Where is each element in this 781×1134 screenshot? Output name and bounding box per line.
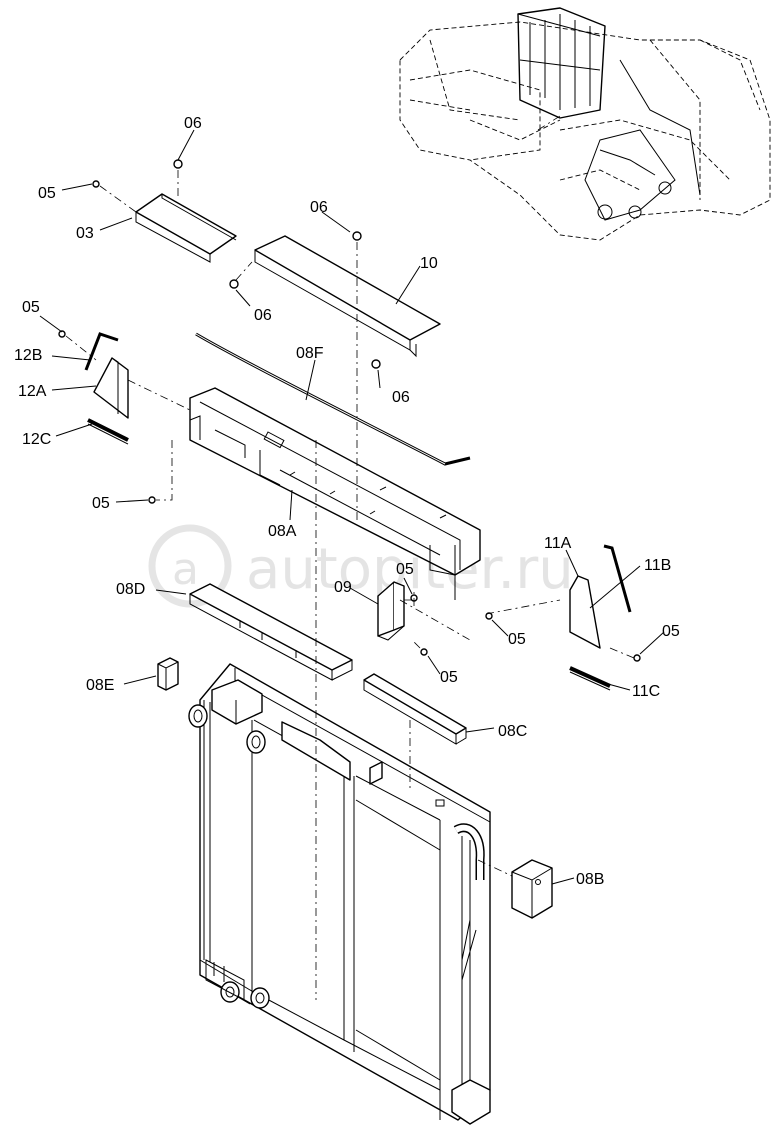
nut-06a	[173, 159, 183, 169]
label-08F: 08F	[296, 345, 324, 362]
part-08A-bracket	[189, 387, 481, 600]
label-12B: 12B	[14, 347, 42, 364]
label-06: 06	[184, 115, 202, 132]
part-08E-block	[157, 657, 179, 691]
label-06: 06	[392, 389, 410, 406]
part-08F-strip	[195, 332, 471, 466]
part-10-cover	[254, 235, 441, 358]
label-05: 05	[396, 561, 414, 578]
part-12-set	[84, 332, 129, 445]
label-05: 05	[22, 299, 40, 316]
svg-text:a: a	[172, 544, 199, 595]
part-08B-block	[511, 859, 553, 919]
label-11A: 11A	[544, 535, 572, 552]
hardware-fasteners	[58, 159, 641, 662]
part-03-plate	[135, 193, 237, 263]
label-05: 05	[508, 631, 526, 648]
nut-06d	[371, 359, 381, 369]
label-10: 10	[420, 255, 438, 272]
label-08A: 08A	[268, 523, 297, 540]
part-08D-foam	[189, 583, 353, 681]
part-labels: 05 03 06 06 10 06 06 05 12B 12A 12C 08F …	[14, 115, 680, 888]
part-11-set	[569, 544, 632, 691]
label-06: 06	[254, 307, 272, 324]
label-05: 05	[38, 185, 56, 202]
label-08D: 08D	[116, 581, 145, 598]
label-12A: 12A	[18, 383, 47, 400]
leader-lines	[39, 129, 665, 885]
label-08E: 08E	[86, 677, 114, 694]
label-06: 06	[310, 199, 328, 216]
label-05: 05	[662, 623, 680, 640]
label-11B: 11B	[644, 557, 671, 574]
label-05: 05	[92, 495, 110, 512]
part-08C-strip	[363, 673, 467, 745]
excavator-context-sketch	[399, 7, 771, 241]
assembly-centerlines	[65, 115, 635, 1000]
label-09: 09	[334, 579, 352, 596]
nut-06c	[229, 279, 239, 289]
label-03: 03	[76, 225, 94, 242]
bolt-05f	[420, 648, 428, 656]
bolt-05b	[58, 330, 66, 338]
bolt-05g	[633, 654, 641, 662]
label-11C: 11C	[632, 683, 660, 700]
nut-06b	[352, 231, 362, 241]
radiator-assembly	[188, 663, 491, 1125]
label-12C: 12C	[22, 431, 51, 448]
bolt-05c	[148, 496, 156, 504]
label-08C: 08C	[498, 723, 527, 740]
label-08B: 08B	[576, 871, 604, 888]
label-05: 05	[440, 669, 458, 686]
part-09-bracket	[377, 581, 405, 641]
bolt-05a	[92, 180, 100, 188]
bolt-05e	[485, 612, 493, 620]
